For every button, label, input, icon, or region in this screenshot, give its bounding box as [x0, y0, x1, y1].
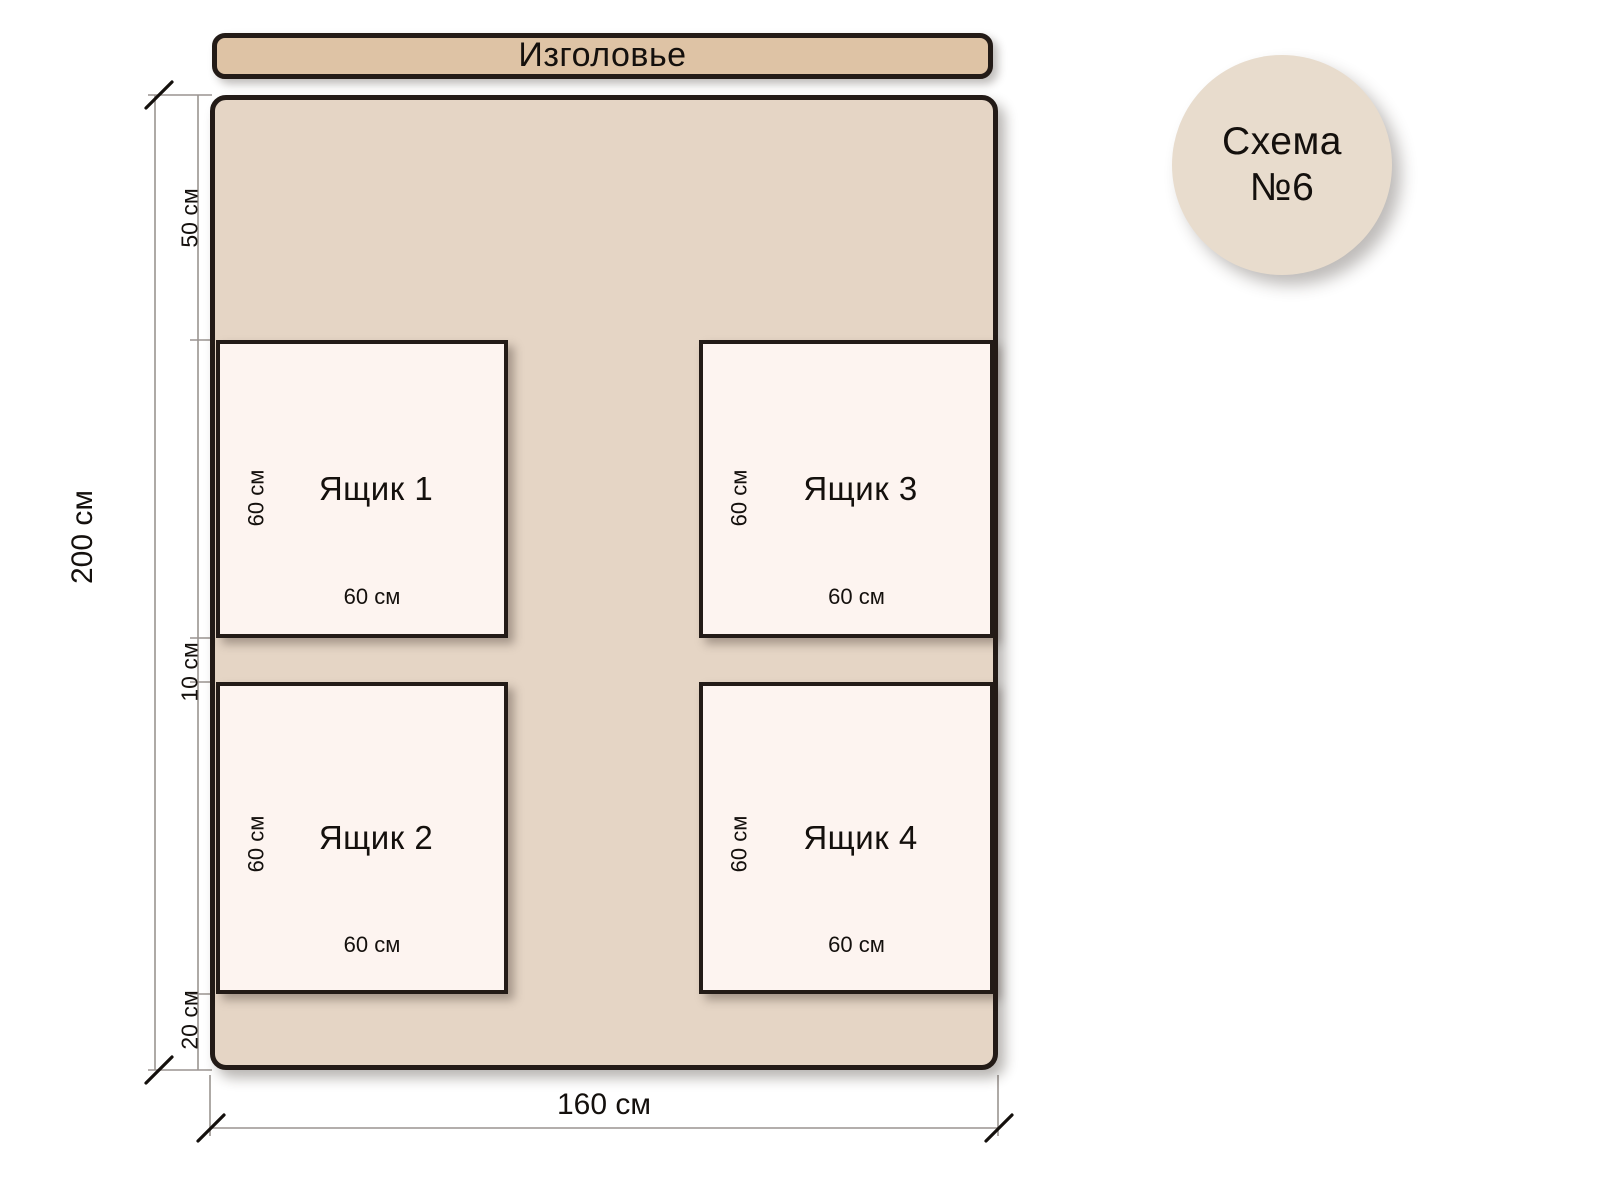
dim-tick-top [144, 80, 174, 110]
drawer-4-title: Ящик 4 [803, 819, 918, 856]
dimension-label-bottom-offset: 20 см [176, 990, 203, 1050]
scheme-badge: Схема №6 [1172, 55, 1392, 275]
scheme-badge-line-2: №6 [1249, 166, 1315, 209]
drawer-3-width-label: 60 см [828, 584, 885, 609]
drawer-1-title: Ящик 1 [318, 470, 434, 507]
dimension-label-total-width: 160 см [556, 1088, 652, 1121]
scheme-badge-line-1: Схема [1222, 119, 1342, 163]
dim-tick-left [196, 1113, 226, 1143]
drawer-1: 60 см Ящик 1 60 см [216, 340, 508, 638]
dim-tick-bottom [144, 1055, 174, 1085]
drawer-2: 60 см Ящик 2 60 см [216, 682, 508, 994]
drawer-2-title: Ящик 2 [318, 819, 434, 856]
drawer-2-width-label: 60 см [343, 932, 401, 957]
dimension-label-middle-gap: 10 см [176, 642, 203, 702]
dimension-label-total-height: 200 см [66, 489, 99, 585]
drawer-4: 60 см Ящик 4 60 см [699, 682, 994, 994]
drawer-4-width-label: 60 см [828, 932, 885, 957]
headboard-label: Изголовье [518, 36, 687, 74]
dim-tick-right [984, 1113, 1014, 1143]
drawer-3: 60 см Ящик 3 60 см [699, 340, 994, 638]
headboard: Изголовье [212, 33, 993, 79]
drawer-3-title: Ящик 3 [803, 470, 918, 507]
dimension-label-top-offset: 50 см [176, 188, 203, 248]
drawer-1-width-label: 60 см [343, 584, 401, 609]
